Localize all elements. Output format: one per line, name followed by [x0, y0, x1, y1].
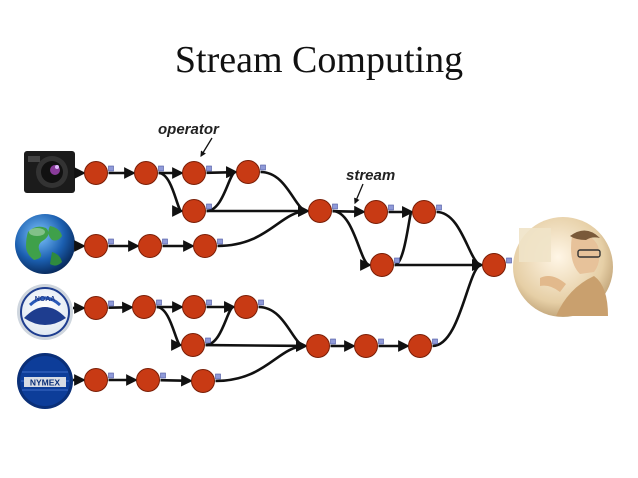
slide-title: Stream Computing	[174, 39, 464, 81]
operator-node	[236, 160, 260, 184]
stream-edge	[215, 340, 308, 383]
operator-annotation: operator	[158, 121, 220, 157]
operator-port	[206, 165, 212, 172]
stream-edge	[158, 171, 184, 217]
operator-node	[84, 161, 108, 185]
stream-annotation: stream	[346, 167, 395, 205]
stream-edge	[436, 210, 484, 271]
operator-port	[160, 372, 166, 379]
operator-node	[191, 369, 215, 393]
operator-node	[84, 296, 108, 320]
operator-node	[138, 234, 162, 258]
noaa-logo: NOAA	[17, 284, 73, 340]
operator-port	[162, 238, 168, 245]
globe-icon	[15, 214, 75, 274]
operator-node	[182, 295, 206, 319]
stream-label: stream	[346, 167, 395, 184]
operator-port	[258, 299, 264, 306]
operator-port	[156, 299, 162, 306]
operator-port	[205, 337, 211, 344]
operator-port	[260, 164, 266, 171]
operator-port	[108, 372, 114, 379]
person-at-computer-icon	[513, 217, 613, 317]
operator-node	[354, 334, 378, 358]
operator-port	[506, 257, 512, 264]
operator-label: operator	[158, 121, 220, 138]
nymex-logo-text: NYMEX	[30, 378, 61, 388]
stream-edges	[73, 166, 484, 387]
operator-port	[388, 204, 394, 211]
stream-edge	[156, 305, 183, 351]
operator-node	[308, 199, 332, 223]
operator-node	[136, 368, 160, 392]
operator-node	[132, 295, 156, 319]
stream-edge	[160, 374, 193, 387]
stream-edge	[260, 170, 310, 217]
operator-nodes	[84, 160, 506, 393]
nymex-logo: NYMEX	[17, 353, 73, 409]
stream-ports	[108, 164, 512, 380]
operator-node	[182, 161, 206, 185]
camera-icon	[24, 151, 75, 193]
operator-port	[108, 165, 114, 172]
operator-port	[378, 338, 384, 345]
operator-port	[206, 299, 212, 306]
noaa-logo-text: NOAA	[35, 296, 56, 303]
operator-port	[108, 300, 114, 307]
sink-operator-node	[482, 253, 506, 277]
operator-node	[370, 253, 394, 277]
stream-edge	[205, 339, 308, 352]
operator-node	[364, 200, 388, 224]
operator-port	[206, 203, 212, 210]
operator-node	[84, 368, 108, 392]
operator-node	[234, 295, 258, 319]
operator-port	[330, 338, 336, 345]
stream-edge	[217, 205, 310, 248]
stream-edge	[393, 206, 414, 267]
operator-port	[217, 238, 223, 245]
stream-edge	[432, 259, 484, 348]
stream-edge	[258, 305, 308, 352]
operator-port	[215, 373, 221, 380]
operator-port	[332, 203, 338, 210]
operator-port	[436, 204, 442, 211]
operator-port	[158, 165, 164, 172]
stream-edge	[332, 209, 372, 271]
operator-node	[412, 200, 436, 224]
operator-node	[181, 333, 205, 357]
operator-port	[394, 257, 400, 264]
operator-port	[432, 338, 438, 345]
stream-edge	[206, 166, 238, 179]
operator-node	[84, 234, 108, 258]
operator-node	[134, 161, 158, 185]
operator-node	[193, 234, 217, 258]
operator-node	[182, 199, 206, 223]
operator-port	[108, 238, 114, 245]
operator-node	[306, 334, 330, 358]
operator-node	[408, 334, 432, 358]
